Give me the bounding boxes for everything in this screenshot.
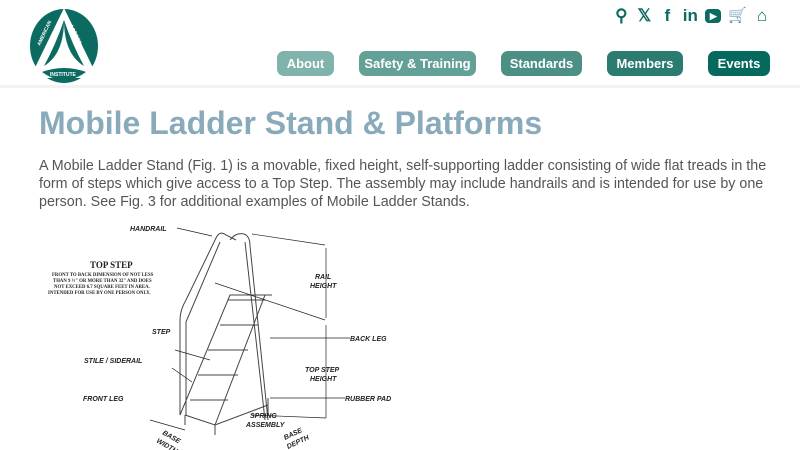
page-title: Mobile Ladder Stand & Platforms bbox=[39, 105, 543, 141]
top-step-desc-4: INTENDED FOR USE BY ONE PERSON ONLY. bbox=[48, 291, 151, 296]
ladder-stand-figure: HANDRAIL TOP STEP FRONT TO BACK DIMENSIO… bbox=[48, 226, 391, 450]
intro-paragraph: A Mobile Ladder Stand (Fig. 1) is a mova… bbox=[39, 158, 767, 210]
label-rail: RAIL bbox=[315, 274, 331, 281]
svg-text:INSTITUTE: INSTITUTE bbox=[50, 72, 76, 78]
facebook-icon[interactable]: f bbox=[664, 6, 671, 25]
nav-about[interactable]: About bbox=[277, 51, 334, 76]
top-step-title: TOP STEP bbox=[90, 260, 133, 270]
nav-standards[interactable]: Standards bbox=[501, 51, 582, 76]
label-assembly: ASSEMBLY bbox=[245, 422, 286, 429]
label-step: STEP bbox=[152, 329, 171, 336]
search-icon[interactable]: ⚲ bbox=[615, 6, 628, 25]
label-rubber-pad: RUBBER PAD bbox=[345, 396, 391, 403]
linkedin-icon[interactable]: in bbox=[682, 6, 698, 25]
label-rail-height: HEIGHT bbox=[310, 283, 337, 290]
nav-safety-training[interactable]: Safety & Training bbox=[359, 51, 476, 76]
nav-events[interactable]: Events bbox=[708, 51, 770, 76]
label-top-step-height: HEIGHT bbox=[310, 376, 337, 383]
youtube-icon[interactable]: ▶ bbox=[705, 9, 722, 23]
ali-logo[interactable]: AMERICAN LADDER INSTITUTE bbox=[26, 4, 106, 84]
social-icons: ⚲ 𝕏 f in ▶ 🛒 ⌂ bbox=[613, 6, 770, 26]
nav-members[interactable]: Members bbox=[607, 51, 683, 76]
label-top-step: TOP STEP bbox=[305, 367, 340, 374]
label-stile: STILE / SIDERAIL bbox=[84, 358, 142, 365]
top-step-desc-3: NOT EXCEED 6.7 SQUARE FEET IN AREA. bbox=[54, 285, 150, 290]
label-spring: SPRING bbox=[250, 413, 277, 420]
label-handrail: HANDRAIL bbox=[130, 226, 167, 233]
site-header: AMERICAN LADDER INSTITUTE ⚲ 𝕏 f in ▶ 🛒 ⌂… bbox=[0, 0, 800, 88]
label-back-leg: BACK LEG bbox=[350, 336, 387, 343]
top-step-desc-1: FRONT TO BACK DIMENSION OF NOT LESS bbox=[52, 273, 154, 278]
member-login-icon[interactable]: ⌂ bbox=[756, 6, 768, 25]
x-twitter-icon[interactable]: 𝕏 bbox=[637, 6, 652, 25]
cart-icon[interactable]: 🛒 bbox=[728, 7, 747, 24]
top-step-desc-2: THAN 9 ½" OR MORE THAN 32" AND DOES bbox=[53, 279, 152, 284]
label-front-leg: FRONT LEG bbox=[83, 396, 124, 403]
